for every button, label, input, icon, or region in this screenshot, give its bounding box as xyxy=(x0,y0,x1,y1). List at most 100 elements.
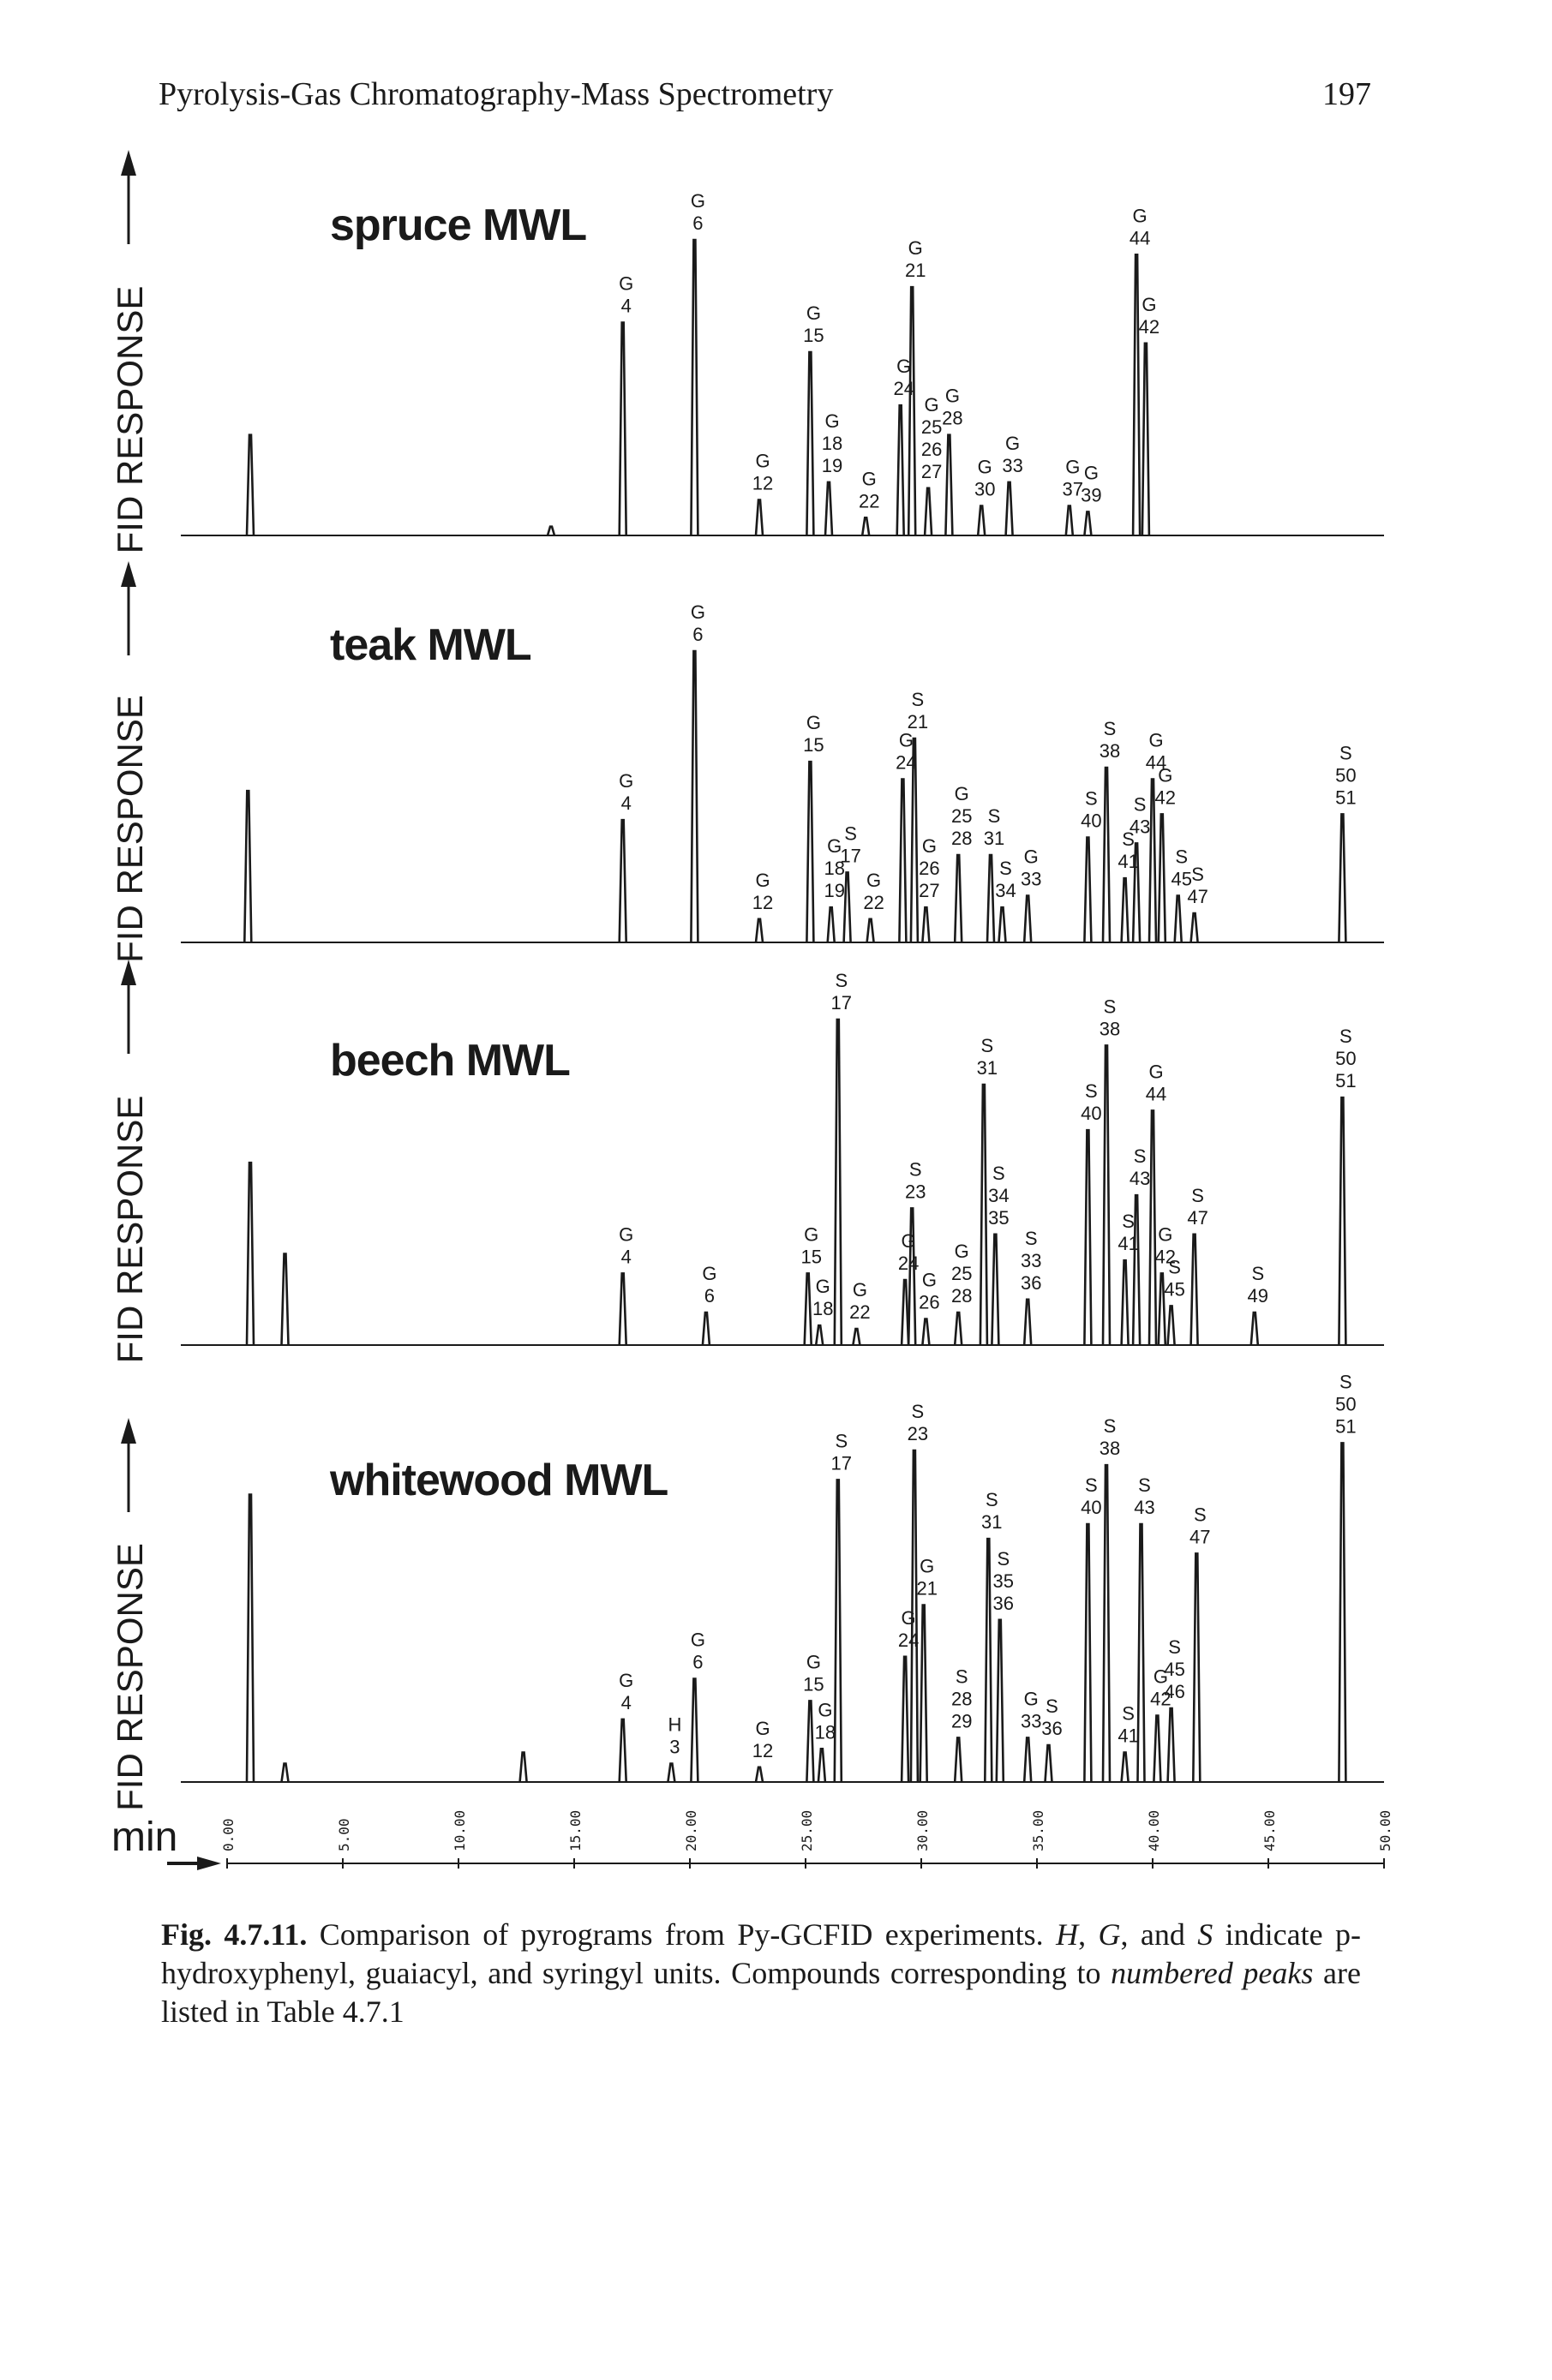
peak-label-line: 12 xyxy=(752,892,773,913)
peak-14 xyxy=(1004,481,1014,536)
peak-5 xyxy=(667,1762,676,1783)
peak-25 xyxy=(1338,1096,1347,1346)
peak-label-line: 33 xyxy=(1021,1710,1041,1731)
peak-label-line: G xyxy=(619,1670,633,1691)
peak-label-line: 45 xyxy=(1164,1278,1184,1300)
peak-label-line: 31 xyxy=(984,828,1004,849)
peak-label-line: G xyxy=(922,1270,937,1291)
figure-label: Fig. 4.7.11. xyxy=(161,1917,308,1952)
peak-label-line: 26 xyxy=(919,858,939,879)
peak-label-line: 28 xyxy=(942,408,962,429)
peak-label-line: S xyxy=(986,1489,998,1510)
y-axis-label: FID RESPONSE xyxy=(110,695,150,963)
peak-label-line: G xyxy=(816,1276,830,1297)
peak-19 xyxy=(1131,1193,1142,1346)
peak-label-line: S xyxy=(912,1401,925,1422)
peak-label-line: 41 xyxy=(1118,1725,1138,1747)
peak-label-line: 30 xyxy=(974,479,995,500)
peak-7 xyxy=(833,1018,843,1346)
peak-label-line: 15 xyxy=(803,325,824,346)
peak-2 xyxy=(280,1762,290,1783)
peak-label-line: G xyxy=(955,783,969,804)
peak-label-line: S xyxy=(997,1548,1010,1570)
peak-label-line: S xyxy=(1085,788,1098,810)
peak-label-line: 22 xyxy=(859,490,879,511)
time-tick-label: 25.00 xyxy=(799,1810,815,1851)
peak-label-line: S xyxy=(1134,793,1147,815)
peak-label-line: 22 xyxy=(863,892,884,913)
panel-title: whitewood MWL xyxy=(329,1456,668,1505)
time-tick-label: 30.00 xyxy=(914,1810,931,1851)
peak-23 xyxy=(1189,1233,1199,1346)
peak-9 xyxy=(817,1748,827,1783)
peak-label-line: 21 xyxy=(905,260,926,281)
peak-24 xyxy=(1249,1311,1260,1346)
peak-18 xyxy=(1141,342,1151,536)
peak-label-line: G xyxy=(1084,462,1099,483)
peak-label-line: 4 xyxy=(621,1246,632,1267)
peak-label-line: 42 xyxy=(1150,1689,1171,1710)
peak-label-line: G xyxy=(978,457,992,478)
peak-3 xyxy=(518,1751,528,1783)
peak-13 xyxy=(919,1604,928,1783)
peak-label-line: S xyxy=(956,1665,968,1687)
running-head-title: Pyrolysis-Gas Chromatography-Mass Spectr… xyxy=(159,76,834,112)
peak-label-line: S xyxy=(1122,828,1135,850)
peak-24 xyxy=(1338,813,1347,943)
peak-13 xyxy=(976,505,986,536)
peak-22 xyxy=(1136,1522,1146,1783)
peak-label-line: 40 xyxy=(1081,1103,1101,1124)
panel-title: beech MWL xyxy=(330,1036,570,1085)
peak-label-line: 21 xyxy=(908,711,928,733)
peak-label-line: S xyxy=(1025,1228,1038,1249)
peak-12 xyxy=(953,1311,963,1346)
peak-label-line: G xyxy=(920,1556,934,1577)
peak-13 xyxy=(986,853,996,943)
peak-label-line: 42 xyxy=(1139,316,1160,338)
peak-label-line: G xyxy=(1133,205,1148,226)
peak-label-line: 4 xyxy=(621,792,632,814)
peak-label-line: S xyxy=(1122,1703,1135,1725)
peak-label-line: G xyxy=(1005,433,1020,454)
peak-label-line: 25 xyxy=(951,805,972,827)
peak-label-line: G xyxy=(899,730,914,751)
peak-10 xyxy=(909,737,920,943)
peak-label-line: 28 xyxy=(951,1285,972,1307)
peak-label-line: 26 xyxy=(919,1292,939,1313)
peak-label-line: 28 xyxy=(951,1688,972,1709)
peak-label-line: 51 xyxy=(1335,1415,1356,1437)
peak-label-line: G xyxy=(1158,764,1172,786)
caption-sep-2: , and xyxy=(1120,1917,1198,1952)
peak-17 xyxy=(1131,253,1142,536)
peak-label-line: G xyxy=(922,835,937,857)
peak-label-line: 34 xyxy=(988,1185,1009,1206)
peak-label-line: S xyxy=(1104,718,1117,739)
